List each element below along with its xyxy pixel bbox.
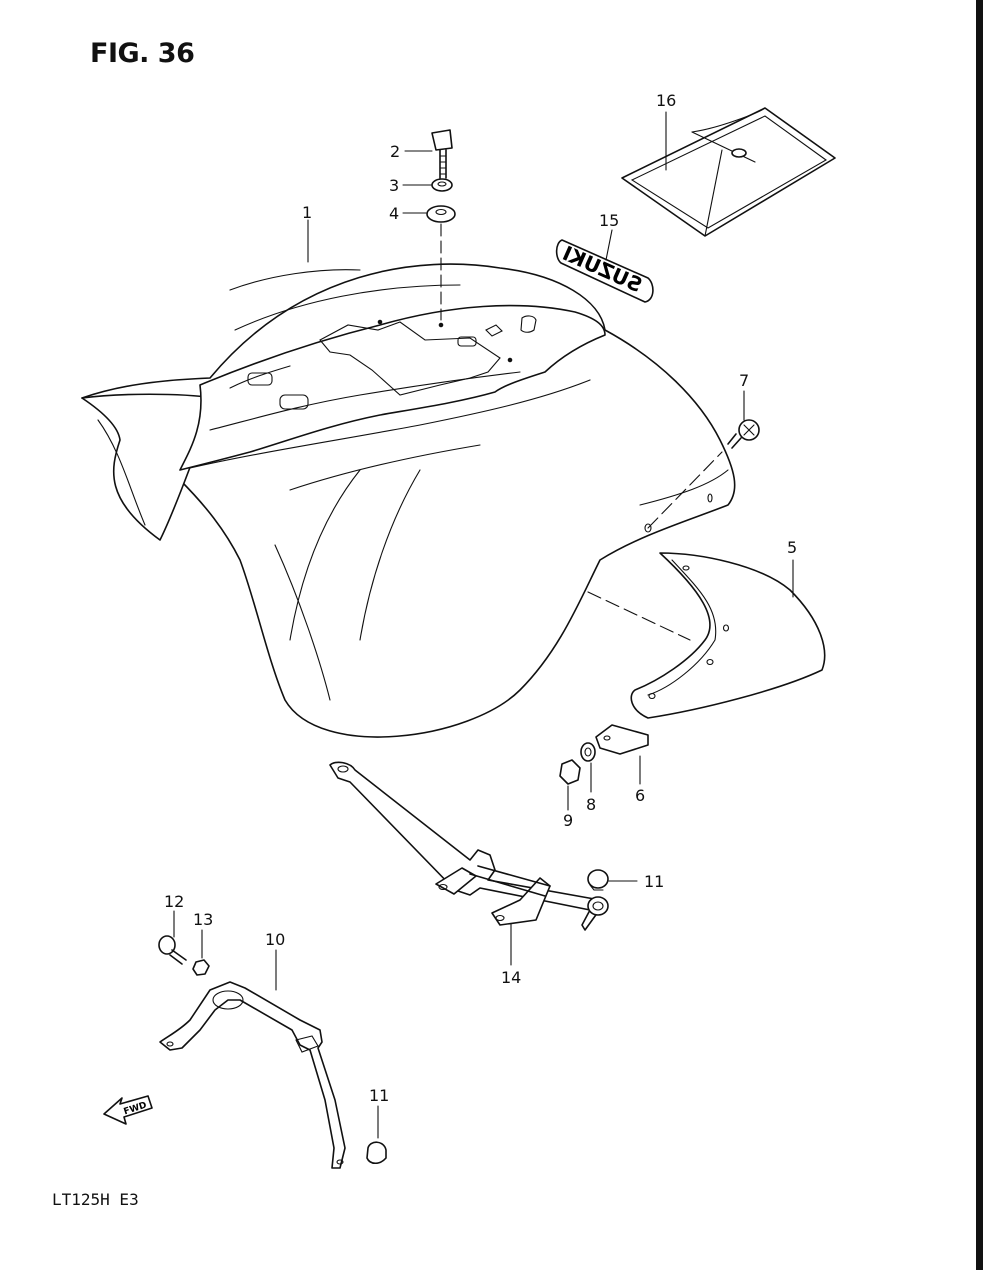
screw-part-7 (727, 419, 760, 449)
forward-direction-arrow: FWD (103, 1095, 153, 1125)
grommet-part-4 (426, 205, 456, 223)
callout-12: 12 (164, 892, 184, 911)
callout-16: 16 (656, 91, 676, 110)
washer-part-3 (431, 178, 453, 192)
mud-flap-part-5 (630, 552, 826, 719)
washer-part-8 (580, 742, 596, 762)
callout-11-lower: 11 (369, 1086, 389, 1105)
emblem-text: SUZUKI (559, 241, 646, 297)
brace-part-10 (159, 981, 346, 1169)
callout-2: 2 (390, 142, 400, 161)
bolt-part-12 (158, 935, 187, 965)
callout-10: 10 (265, 930, 285, 949)
callout-3: 3 (389, 176, 399, 195)
callout-6: 6 (635, 786, 645, 805)
callout-14: 14 (501, 968, 521, 987)
callout-9: 9 (563, 811, 573, 830)
callout-leaders (173, 111, 794, 1139)
bolt-part-2 (431, 129, 453, 179)
nut-part-9 (559, 759, 581, 785)
callout-7: 7 (739, 371, 749, 390)
cap-part-11-upper (587, 869, 609, 891)
page-edge-rule (976, 0, 983, 1270)
callout-8: 8 (586, 795, 596, 814)
pad-part-16 (621, 107, 836, 237)
callout-4: 4 (389, 204, 399, 223)
callout-11-upper: 11 (644, 872, 664, 891)
callout-15: 15 (599, 211, 619, 230)
figure-title: FIG. 36 (90, 38, 195, 69)
cap-part-11-lower (366, 1141, 387, 1165)
nut-part-13 (192, 959, 210, 976)
callout-5: 5 (787, 538, 797, 557)
callout-13: 13 (193, 910, 213, 929)
stay-bracket-part-14 (329, 761, 609, 931)
model-code-label: LT125H E3 (52, 1190, 139, 1209)
callout-numbers: 1 2 3 4 16 15 7 5 6 8 9 11 14 10 12 13 1… (164, 91, 797, 1105)
rear-fender-part (81, 263, 736, 738)
plate-part-6 (595, 724, 649, 755)
callout-1: 1 (302, 203, 312, 222)
